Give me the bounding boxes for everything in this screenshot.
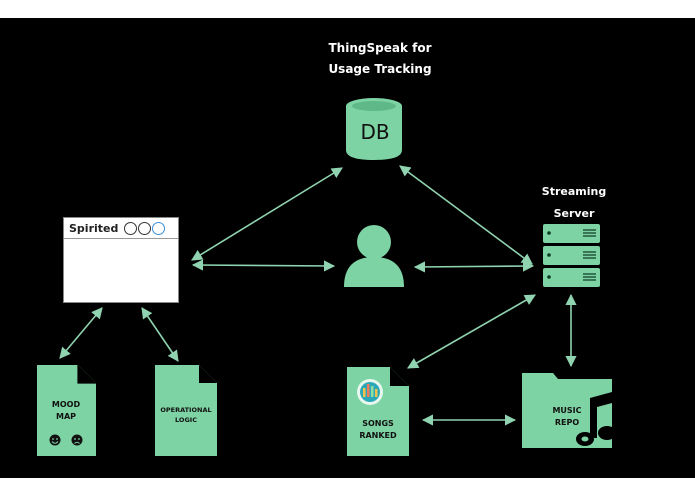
window-control-circle-icon (124, 221, 138, 235)
songs-ranked-label-line-1: SONGS (362, 419, 394, 428)
songs-ranked-label-line-2: RANKED (359, 431, 397, 440)
thingspeak-title-line-2: Usage Tracking (328, 62, 432, 76)
streaming-server-title: Streaming Server (530, 181, 618, 225)
streaming-server-title-line-2: Server (553, 207, 595, 220)
operational-logic-label: OPERATIONAL LOGIC (154, 405, 218, 425)
window-control-circle-icon (152, 221, 166, 235)
streaming-server-title-line-1: Streaming (541, 185, 607, 198)
sad-face-icon (71, 434, 83, 446)
mood-map-label-line-1: MOOD (51, 400, 81, 409)
mood-map-label: MOOD MAP (37, 399, 95, 423)
operational-logic-document-icon (155, 365, 217, 456)
thingspeak-title: ThingSpeak for Usage Tracking (290, 38, 470, 80)
smiley-icon (49, 434, 61, 446)
music-note-icon (576, 392, 616, 446)
window-controls (124, 221, 166, 235)
operational-logic-label-line-2: LOGIC (175, 416, 197, 424)
arrow-oplogic-browser (141, 307, 179, 362)
spirited-browser-window: Spirited (63, 217, 179, 303)
user-icon (344, 225, 404, 287)
arrow-songs-server (407, 294, 536, 369)
connection-arrows (59, 165, 577, 426)
database-icon (346, 98, 402, 160)
arrow-moodmap-browser (59, 307, 103, 359)
thingspeak-title-line-1: ThingSpeak for (328, 41, 432, 55)
music-repo-label-line-2: REPO (554, 418, 580, 427)
arrow-browser-db (191, 167, 343, 261)
operational-logic-label-line-1: OPERATIONAL (160, 406, 212, 414)
window-control-circle-icon (138, 221, 152, 235)
arrow-browser-user (191, 259, 336, 272)
mood-map-document-icon (37, 365, 96, 456)
mood-map-label-line-2: MAP (55, 412, 76, 421)
music-repo-label-line-1: MUSIC (552, 406, 582, 415)
arrow-server-db (399, 165, 533, 265)
music-repo-label: MUSIC REPO (545, 405, 589, 429)
server-rack-icon (543, 224, 600, 287)
db-label: DB (360, 120, 390, 144)
browser-title: Spirited (69, 221, 119, 235)
songs-ranked-label: SONGS RANKED (348, 418, 408, 442)
arrow-user-server (413, 260, 535, 273)
songs-ranked-document-icon (347, 367, 409, 456)
equalizer-icon (357, 379, 383, 405)
folder-icon (522, 373, 612, 448)
browser-title-bar: Spirited (64, 218, 178, 239)
